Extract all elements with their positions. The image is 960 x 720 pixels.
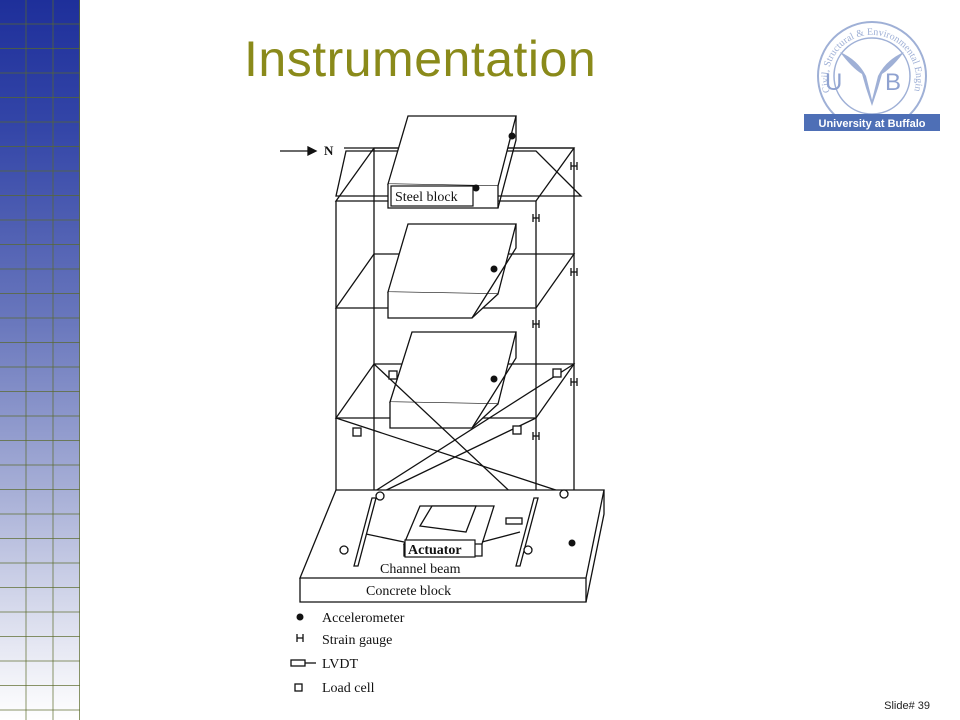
legend-label-strain-gauge: Strain gauge [322,633,392,648]
steel-block-label: Steel block [395,190,458,205]
legend-label-load-cell: Load cell [322,681,375,696]
legend: Accelerometer Strain gauge LVDT Load cel… [290,611,405,696]
load-cell-symbol [294,683,303,692]
legend-label-accelerometer: Accelerometer [322,611,405,626]
logo-letters: U B [825,69,919,96]
lvdt-symbol [290,659,316,667]
strain-gauge-symbol [296,634,304,642]
strain-gauge-markers [532,162,578,440]
lvdt-marker [505,517,523,525]
load-cell-marker [388,370,398,380]
grid-lines [0,0,80,720]
pin-support [375,491,385,501]
slide-title: Instrumentation [244,31,597,87]
north-label: N [324,143,334,158]
steel-block-2 [387,223,517,295]
accelerometer-symbol [296,613,304,621]
logo-banner-text: University at Buffalo [819,118,926,130]
slide-number: Slide# 39 [884,700,930,712]
steel-block-1 [389,331,517,405]
steel-block-3 [387,115,517,187]
instrumentation-diagram: N Steel block Actuator Channel beam Conc… [176,96,724,708]
frame-schematic: N Steel block Actuator Channel beam Conc… [280,115,605,696]
channel-beam-label: Channel beam [380,562,461,577]
actuator-label: Actuator [408,543,462,558]
decorative-grid-strip [0,0,80,720]
concrete-block-label: Concrete block [366,584,451,599]
legend-label-lvdt: LVDT [322,657,358,672]
accelerometer-markers [472,132,576,547]
university-logo: Civil, Structural & Environmental Engine… [798,10,944,136]
